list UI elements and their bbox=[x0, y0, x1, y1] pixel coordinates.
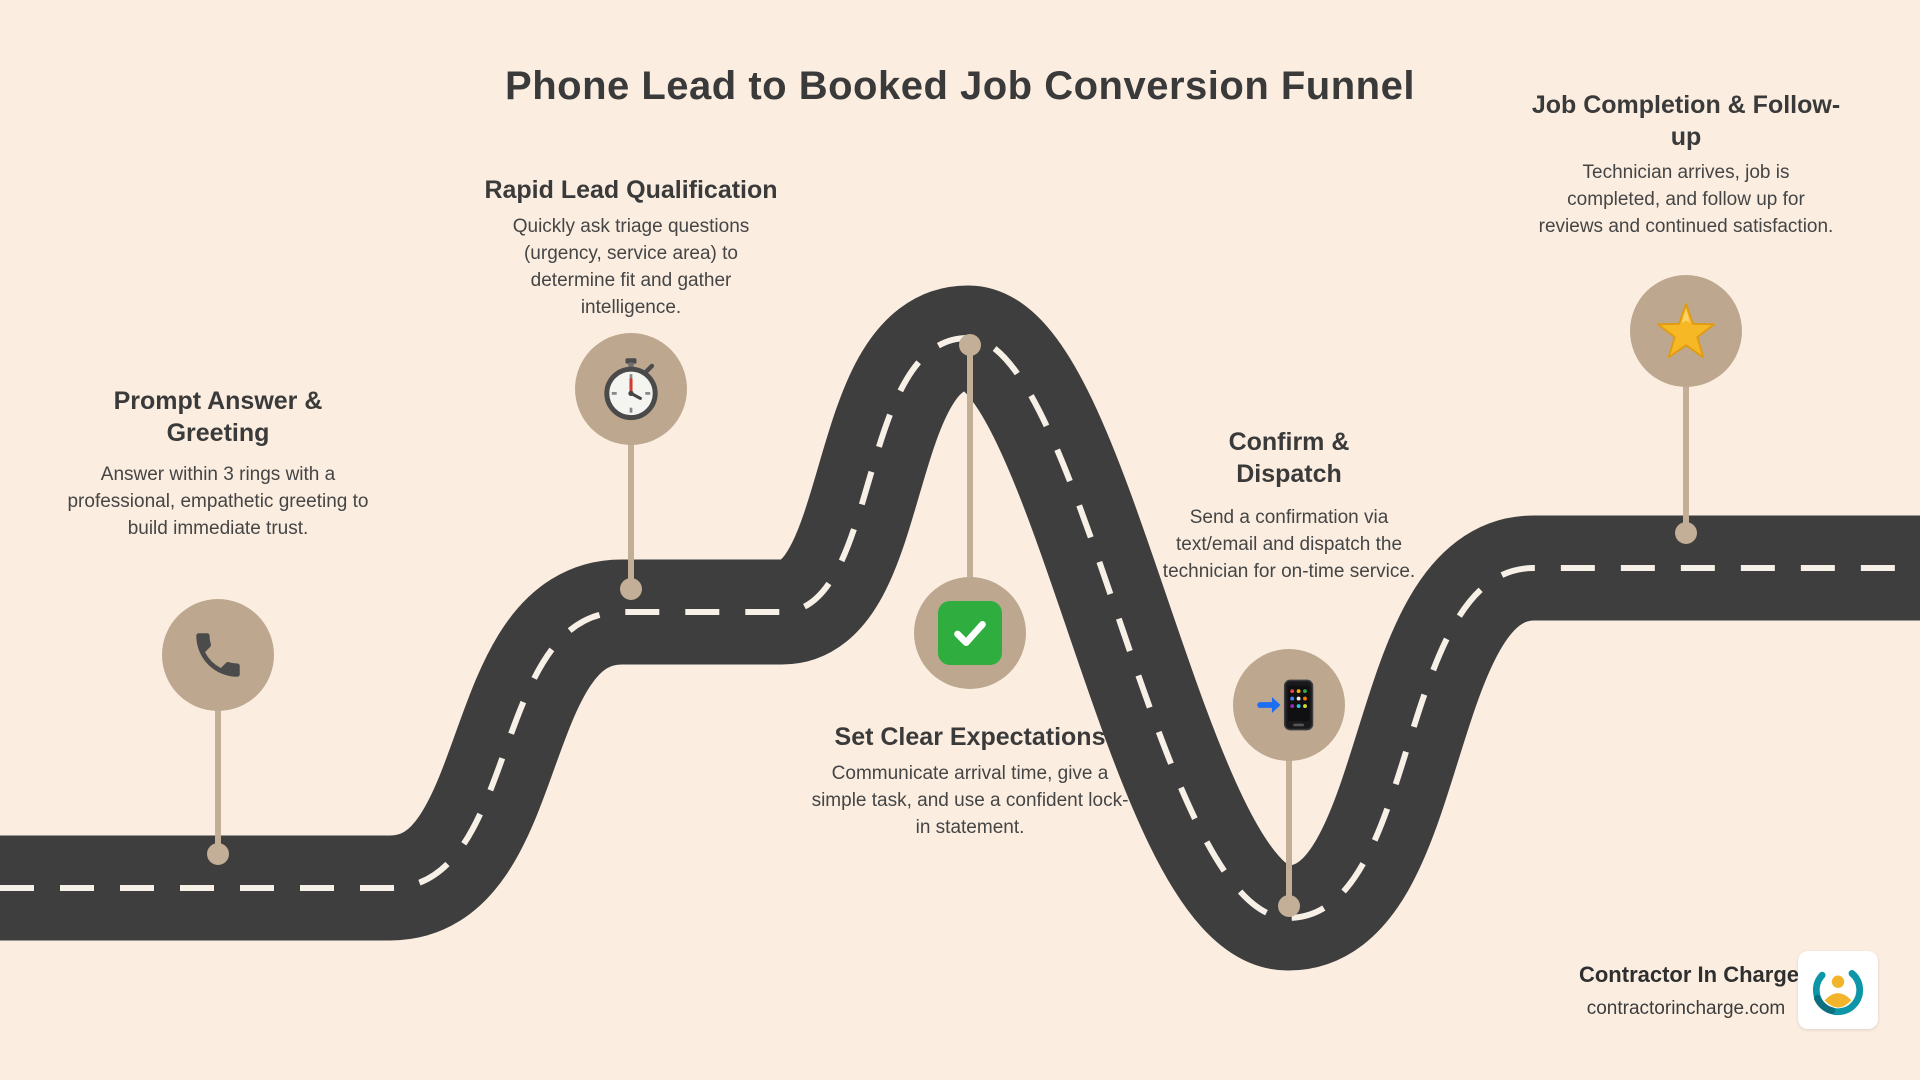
connector-dot bbox=[207, 843, 229, 865]
dispatch-phone-icon bbox=[1257, 679, 1314, 731]
step-body: Quickly ask triage questions (urgency, s… bbox=[512, 216, 750, 318]
stopwatch-icon-badge bbox=[575, 333, 687, 445]
connector-dot bbox=[959, 334, 981, 356]
stopwatch-icon bbox=[604, 358, 658, 421]
checkmark-icon-badge bbox=[914, 577, 1026, 689]
road-centerline bbox=[0, 334, 1920, 922]
dispatch-phone-icon-badge bbox=[1233, 649, 1345, 761]
connector-dot bbox=[1278, 895, 1300, 917]
contractor-in-charge-logo bbox=[1798, 951, 1878, 1029]
step-heading: Rapid Lead Qualification bbox=[484, 176, 778, 204]
step-body: Communicate arrival time, give a simple … bbox=[811, 763, 1129, 838]
connector-dot bbox=[620, 578, 642, 600]
brand-name: Contractor In Charge bbox=[1578, 962, 1800, 987]
step-heading: Prompt Answer & Greeting bbox=[113, 387, 323, 447]
step-heading: Confirm & Dispatch bbox=[1228, 428, 1350, 488]
checkmark-icon bbox=[938, 601, 1002, 665]
phone-icon bbox=[196, 633, 240, 677]
step-heading: Set Clear Expectations bbox=[834, 723, 1106, 751]
phone-icon-badge bbox=[162, 599, 274, 711]
step-body: Send a confirmation via text/email and d… bbox=[1162, 507, 1416, 582]
logo-icon bbox=[1812, 964, 1864, 1016]
step-body: Answer within 3 rings with a professiona… bbox=[67, 464, 369, 539]
star-icon bbox=[1656, 302, 1716, 359]
star-icon-badge bbox=[1630, 275, 1742, 387]
website-url: contractorincharge.com bbox=[1586, 998, 1786, 1019]
connector-dot bbox=[1675, 522, 1697, 544]
page-title: Phone Lead to Booked Job Conversion Funn… bbox=[505, 64, 1415, 108]
step-body: Technician arrives, job is completed, an… bbox=[1538, 162, 1834, 237]
step-heading: Job Completion & Follow-up bbox=[1531, 91, 1841, 151]
